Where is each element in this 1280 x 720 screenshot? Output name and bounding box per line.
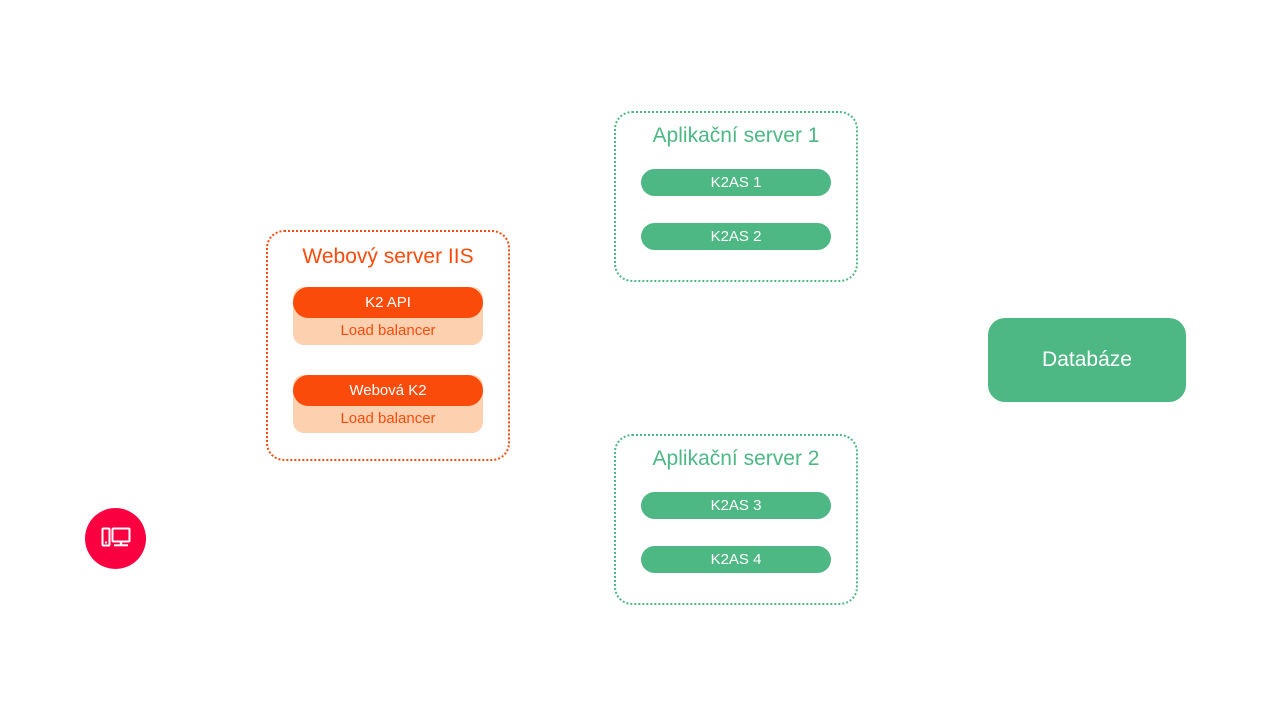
instance-k2as-2[interactable]: K2AS 2 [641, 223, 831, 250]
application-server-2-title: Aplikační server 2 [652, 447, 820, 470]
devices-icon [101, 526, 131, 552]
service-name-webova-k2: Webová K2 [293, 375, 483, 406]
service-loadbalancer-k2-api: Load balancer [340, 322, 436, 339]
client-devices-badge [85, 508, 146, 569]
instance-k2as-1[interactable]: K2AS 1 [641, 169, 831, 196]
database-node[interactable]: Databáze [988, 318, 1186, 402]
service-loadbalancer-webova-k2: Load balancer [340, 410, 436, 427]
group-application-server-1: Aplikační server 1 K2AS 1 K2AS 2 [614, 111, 858, 282]
service-block-webova-k2[interactable]: Webová K2 Load balancer [293, 375, 483, 433]
group-web-server: Webový server IIS K2 API Load balancer W… [266, 230, 510, 461]
service-block-k2-api[interactable]: K2 API Load balancer [293, 287, 483, 345]
web-server-title: Webový server IIS [302, 245, 474, 268]
application-server-1-title: Aplikační server 1 [652, 124, 820, 147]
instance-k2as-4[interactable]: K2AS 4 [641, 546, 831, 573]
service-name-k2-api: K2 API [293, 287, 483, 318]
group-application-server-2: Aplikační server 2 K2AS 3 K2AS 4 [614, 434, 858, 605]
instance-k2as-3[interactable]: K2AS 3 [641, 492, 831, 519]
